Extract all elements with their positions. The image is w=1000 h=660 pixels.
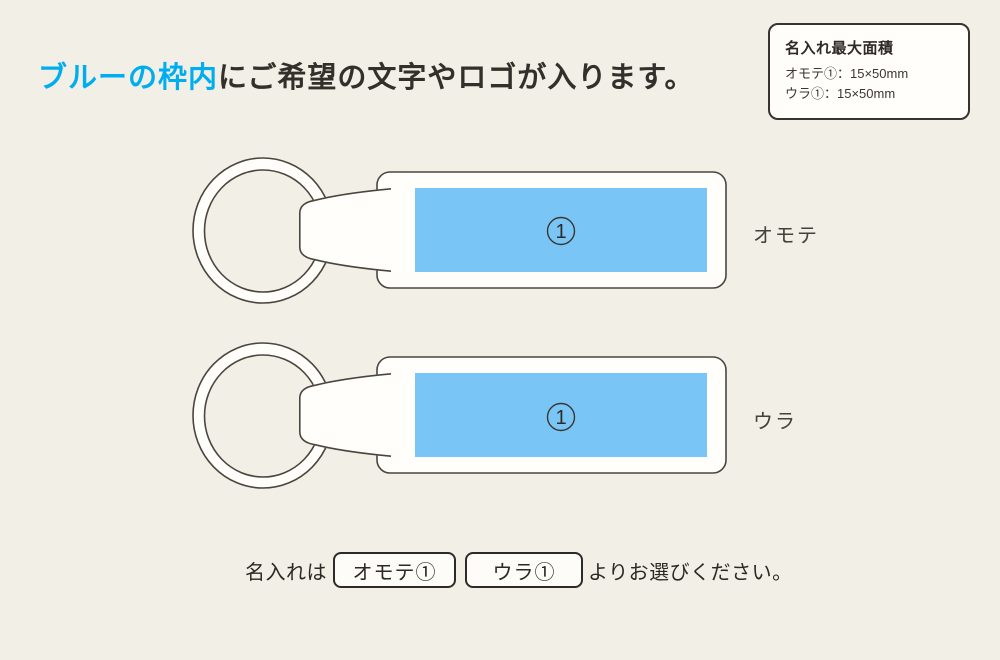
max-print-area-front: オモテ①：15×50mm <box>785 66 909 81</box>
heading-rest: にご希望の文字やロゴが入ります。 <box>218 62 695 94</box>
strap-outline <box>299 373 392 457</box>
strap-fill <box>299 373 391 457</box>
choice-suffix: よりお選びください。 <box>588 561 793 584</box>
print-area <box>415 373 707 457</box>
option-front: オモテ① <box>333 552 456 588</box>
front-side-label: オモテ <box>753 225 819 247</box>
back-side-label: ウラ <box>753 411 797 433</box>
strap-outline <box>299 188 392 272</box>
max-print-area-back: ウラ①：15×50mm <box>785 86 896 102</box>
option-back: ウラ① <box>465 552 583 588</box>
max-print-area-title: 名入れ最大面積 <box>785 40 894 57</box>
print-area <box>415 188 707 272</box>
area-number-circle <box>546 402 576 432</box>
max-print-area-box: 名入れ最大面積 オモテ①：15×50mm ウラ①：15×50mm <box>768 23 970 120</box>
keychain-back-illustration: 1 <box>192 342 727 489</box>
area-number-circle <box>546 216 576 246</box>
choice-prefix: 名入れは <box>245 561 327 584</box>
area-number: 1 <box>555 221 566 243</box>
area-number: 1 <box>555 407 566 429</box>
page-heading: ブルーの枠内にご希望の文字やロゴが入ります。 <box>38 54 695 96</box>
heading-highlight: ブルーの枠内 <box>38 62 219 94</box>
keychain-front-illustration: 1 <box>192 157 727 304</box>
strap-fill <box>299 188 391 272</box>
name-print-choice-row: 名入れは オモテ① ウラ① よりお選びください。 <box>245 552 793 588</box>
